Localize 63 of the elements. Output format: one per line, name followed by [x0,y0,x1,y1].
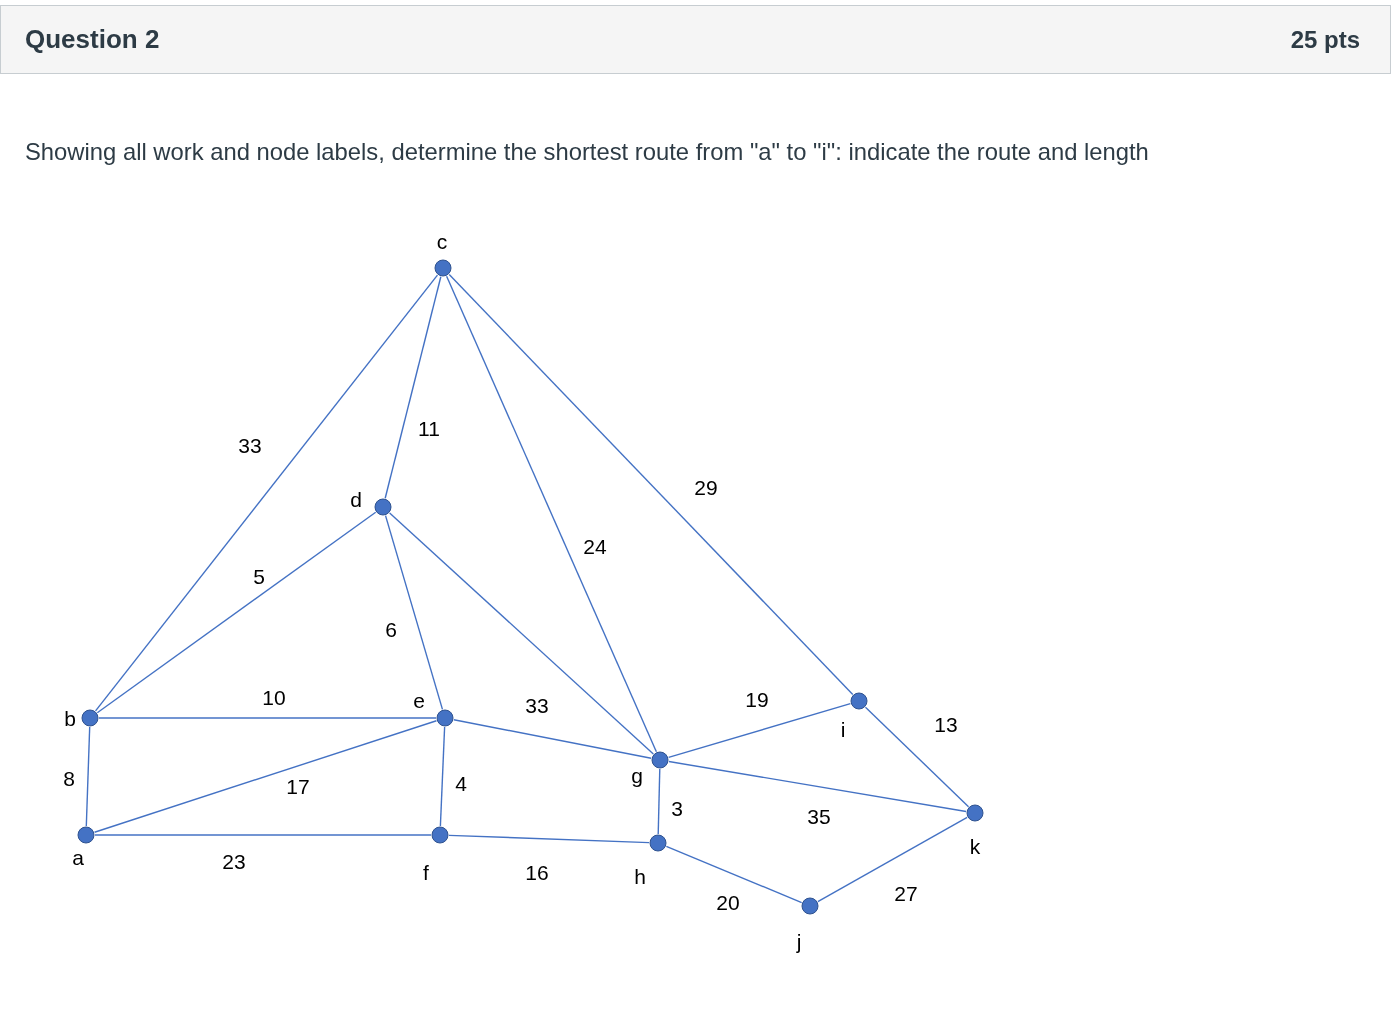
edge-weight: 6 [385,618,397,640]
edge-weight: 33 [525,694,549,716]
graph-vertex [431,826,449,844]
graph-vertex [81,709,99,727]
vertex-label: k [969,835,981,857]
graph-vertex [850,692,868,710]
edge-weight: 24 [583,535,607,557]
edge-weight: 19 [745,688,769,710]
graph-edge [657,768,661,835]
graph-edge [388,512,655,755]
graph-edge [448,273,854,696]
graph-vertex [374,498,392,516]
edge-weight: 20 [716,891,740,913]
graph-edge [445,275,658,753]
vertex-label: e [413,689,425,711]
graph-edge [864,706,970,808]
vertex-label: a [72,846,84,868]
edge-weight: 23 [222,850,246,872]
graph-edge [384,276,442,499]
vertex-label: b [64,707,76,729]
vertex-label: d [350,488,362,510]
graph-vertex [77,826,95,844]
edge-weight: 5 [253,565,265,587]
edge-weight: 4 [455,772,467,794]
edge-weight: 16 [525,861,549,883]
edge-weight: 8 [63,767,75,789]
graph-edge [384,514,444,711]
edge-weight: 17 [286,775,310,797]
vertex-label: i [840,718,846,740]
edge-weight: 33 [238,434,262,456]
edge-weight: 29 [694,476,718,498]
graph-edge [665,845,803,904]
edge-weight: 35 [807,805,831,827]
question-title: Question 2 [25,23,160,56]
edge-weight: 10 [262,686,286,708]
graph-vertex [436,709,454,727]
graph-edge [668,760,967,813]
graph-edge [85,726,91,827]
edge-weight: 13 [934,713,958,735]
vertex-label: c [436,230,448,252]
edge-weight: 11 [418,417,440,439]
graph-edge [98,717,437,719]
question-text: Showing all work and node labels, determine the shortest route from "a" to "i": indicate the route and length [25,137,1149,167]
graph-edge [667,702,852,759]
graph-edge [94,274,439,712]
vertex-label: g [631,764,643,786]
graph-edge [94,834,432,836]
graph-vertex [434,259,452,277]
vertex-label: h [634,865,646,887]
graph-edge [448,834,650,844]
graph-vertex [649,834,667,852]
points-value: 25 pts [1290,24,1360,55]
graph-edge [453,719,652,759]
edge-weight: 27 [894,882,918,904]
graph-vertex [651,751,669,769]
graph-vertex [801,897,819,915]
vertex-label: f [423,861,429,883]
graph-edge [439,726,446,827]
edge-weight: 3 [671,797,683,819]
graph-edge [817,816,968,903]
graph-edge [93,720,438,833]
vertex-label: j [796,930,802,952]
graph-vertex [966,804,984,822]
